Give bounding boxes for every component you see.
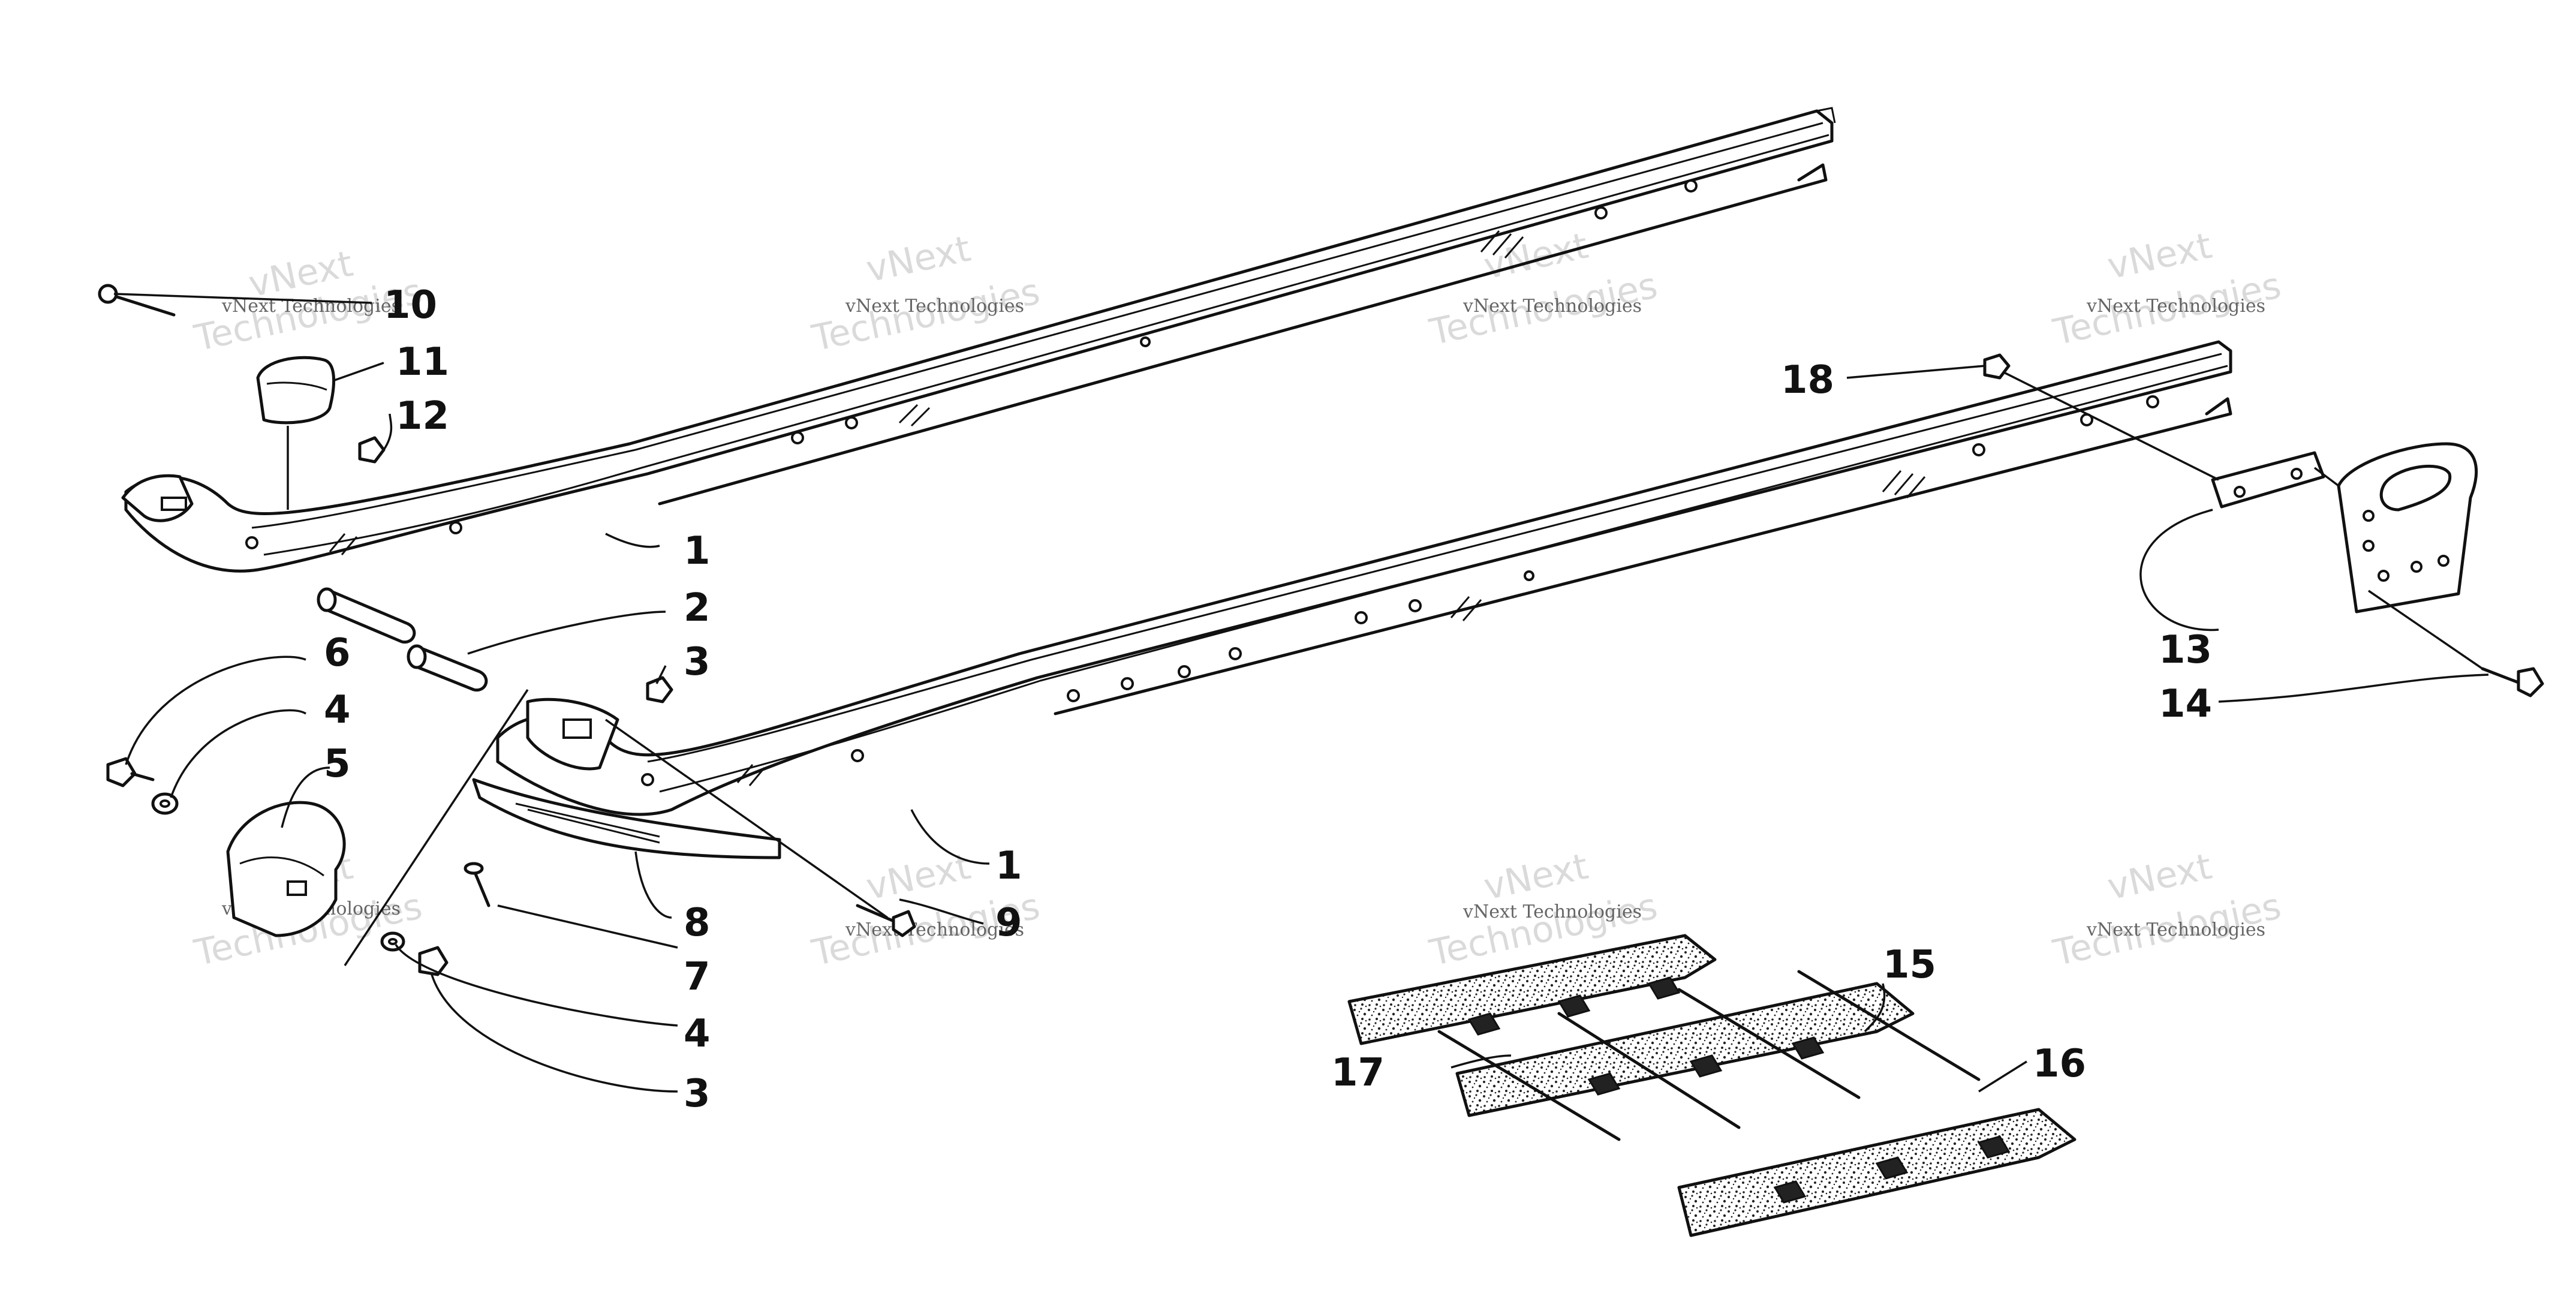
- track-section: [1347, 934, 2077, 1237]
- slide-rail-upper: [124, 107, 1836, 573]
- callout-4-upper: 4: [324, 688, 351, 732]
- washer-4-upper: [151, 792, 179, 815]
- callout-labels: 10 11 12 1 2 3 6 4 5 1 9 8 7 4 3 17 15 1…: [324, 283, 2212, 1116]
- nut-3-upper: [646, 676, 673, 703]
- callout-12: 12: [396, 394, 449, 438]
- svg-text:vNext: vNext: [2104, 225, 2216, 288]
- svg-text:vNext Technologies: vNext Technologies: [2086, 919, 2265, 940]
- callout-7: 7: [684, 955, 711, 999]
- callout-3-lower: 3: [684, 1072, 711, 1116]
- callout-14: 14: [2159, 682, 2212, 726]
- callout-15: 15: [1883, 943, 1936, 987]
- bolt-6: [106, 757, 155, 787]
- watermark-4: vNext Technologies vNext Technologies: [2050, 225, 2285, 354]
- callout-16: 16: [2033, 1042, 2086, 1086]
- nut-18: [1983, 353, 2011, 380]
- rubber-pad: [256, 356, 336, 425]
- svg-text:vNext Technologies: vNext Technologies: [845, 296, 1024, 317]
- end-plate: [2337, 442, 2478, 614]
- washer-4-lower: [380, 931, 405, 952]
- svg-text:vNext: vNext: [863, 846, 974, 909]
- callout-11: 11: [396, 340, 449, 384]
- callout-1-lower: 1: [995, 844, 1022, 888]
- watermark-8: vNext Technologies vNext Technologies: [2050, 846, 2285, 975]
- svg-text:vNext: vNext: [863, 228, 974, 291]
- rail-tip-plate-upper: [121, 474, 194, 522]
- svg-text:vNext Technologies: vNext Technologies: [845, 919, 1024, 940]
- callout-9: 9: [995, 901, 1022, 945]
- callout-13: 13: [2159, 628, 2212, 672]
- bolt-9: [856, 904, 916, 937]
- callout-3-upper: 3: [684, 640, 711, 684]
- svg-text:vNext Technologies: vNext Technologies: [1462, 901, 1642, 922]
- svg-text:vNext Technologies: vNext Technologies: [2086, 296, 2265, 317]
- wear-strip: [472, 778, 781, 859]
- callout-1-upper: 1: [684, 529, 711, 573]
- callout-2: 2: [684, 586, 711, 630]
- callout-5: 5: [324, 742, 351, 786]
- rail-tip-plate-lower: [526, 697, 619, 771]
- callout-6: 6: [324, 631, 351, 675]
- spacer-tube-right: [407, 644, 488, 692]
- rubber-bumper: [226, 801, 346, 937]
- svg-text:vNext: vNext: [1480, 846, 1592, 909]
- bolt-10: [98, 284, 176, 317]
- svg-text:vNext: vNext: [2104, 846, 2216, 909]
- nut-12: [358, 436, 386, 464]
- slide-rail-lower: [496, 340, 2232, 816]
- callout-18: 18: [1781, 358, 1834, 402]
- callout-8: 8: [684, 901, 711, 945]
- callout-4-lower: 4: [684, 1012, 711, 1056]
- bolt-14: [2481, 667, 2544, 697]
- leader-lines: [113, 293, 2489, 1093]
- callout-17: 17: [1331, 1051, 1385, 1095]
- bolt-7: [464, 862, 490, 907]
- spacer-tube-left: [317, 587, 416, 644]
- svg-text:vNext Technologies: vNext Technologies: [1462, 296, 1642, 317]
- connecting-bar: [2211, 451, 2325, 509]
- callout-10: 10: [384, 283, 437, 327]
